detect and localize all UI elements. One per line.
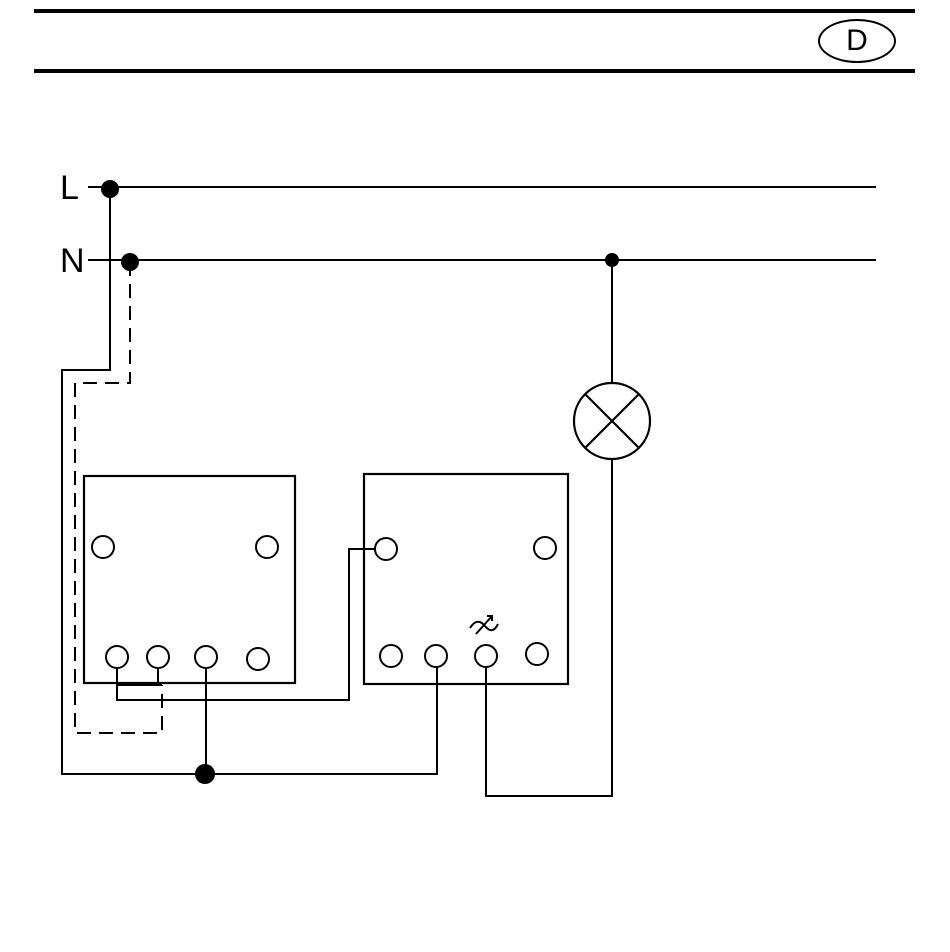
dimmer-terminal-top-left bbox=[375, 538, 397, 560]
neutral-label: N bbox=[60, 242, 85, 280]
left-module-terminal-3 bbox=[195, 646, 217, 668]
left-module-terminal-1 bbox=[106, 646, 128, 668]
dimmer-terminal-4 bbox=[526, 643, 548, 665]
dimmer-to-lamp-wire bbox=[486, 460, 612, 796]
dimmer-terminal-2 bbox=[425, 645, 447, 667]
left-module-terminal-4 bbox=[247, 648, 269, 670]
left-module-terminal-top-right bbox=[256, 536, 278, 558]
left-module-terminal-top-left bbox=[92, 536, 114, 558]
line-feed-wire bbox=[62, 189, 437, 774]
line-label: L bbox=[60, 169, 79, 207]
dimmer-adjust-icon bbox=[470, 616, 498, 634]
link-wire-to-dimmer bbox=[117, 549, 375, 700]
left-module-terminal-2 bbox=[147, 646, 169, 668]
lamp-icon bbox=[574, 383, 650, 459]
dimmer-terminal-3 bbox=[475, 645, 497, 667]
dimmer-terminal-1 bbox=[380, 645, 402, 667]
dimmer-terminal-top-right bbox=[534, 537, 556, 559]
